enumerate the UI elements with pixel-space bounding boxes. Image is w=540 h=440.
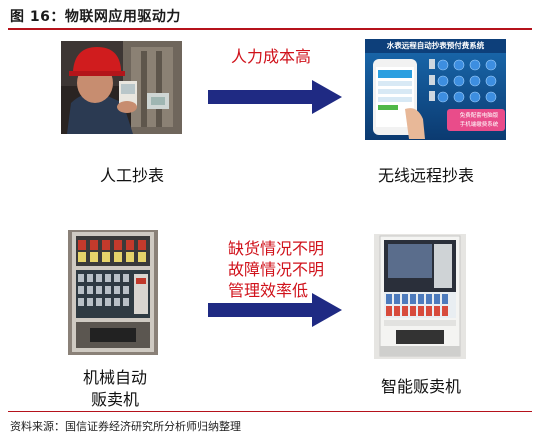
system-image-title: 水表远程自动抄表预付费系统: [386, 41, 485, 50]
label-wireless-reading: 无线远程抄表: [377, 166, 474, 185]
wireless-meter-system-image: 水表远程自动抄表预付费系统 免费配套电脑版 手机端缴费系统: [365, 39, 506, 140]
label-mechanical-line-1: 机械自动: [82, 368, 147, 387]
driver-line-fault: 故障情况不明: [228, 260, 325, 279]
title-rule: [8, 28, 532, 30]
driver-labor-cost: 人力成本高: [231, 47, 312, 66]
source-rule: [8, 411, 532, 412]
label-manual-reading: 人工抄表: [99, 166, 164, 185]
mechanical-vending-machine-photo: [68, 230, 158, 355]
footer-line-1: 免费配套电脑版: [459, 113, 499, 119]
manual-meter-reading-photo: [61, 41, 182, 134]
label-mechanical-vending: 机械自动 贩卖机: [70, 367, 160, 411]
driver-line-stockout: 缺货情况不明: [228, 239, 325, 258]
right-arrow-icon: [208, 80, 342, 114]
figure-title: 图 16：物联网应用驱动力: [10, 9, 181, 25]
footer-line-2: 手机端缴费系统: [459, 122, 499, 128]
smart-vending-machine-photo: [374, 234, 466, 359]
figure-source: 资料来源：国信证券经济研究所分析师归纳整理: [10, 420, 241, 433]
label-smart-vending: 智能贩卖机: [380, 377, 461, 396]
system-image-footer: 免费配套电脑版 手机端缴费系统: [451, 112, 506, 130]
right-arrow-icon: [208, 293, 342, 327]
driver-vending-issues: 缺货情况不明 故障情况不明 管理效率低: [228, 238, 324, 301]
label-mechanical-line-2: 贩卖机: [90, 390, 139, 409]
driver-line-efficiency: 管理效率低: [228, 281, 309, 300]
